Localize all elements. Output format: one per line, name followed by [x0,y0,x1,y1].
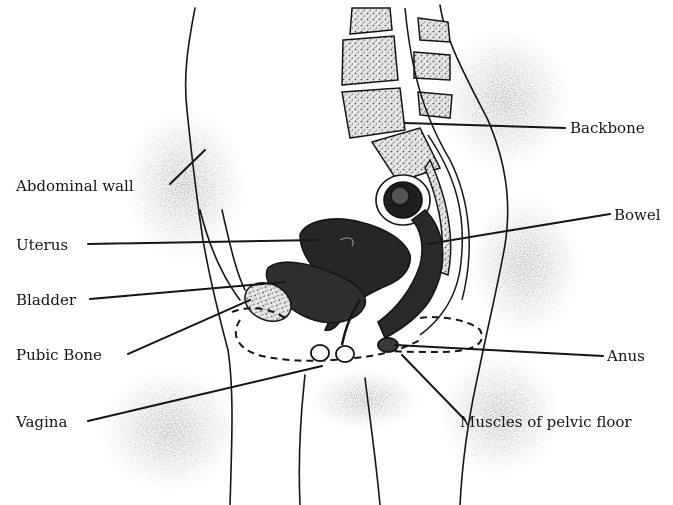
label-abdominal-wall: Abdominal wall [16,177,134,195]
label-muscles-pelvic-floor: Muscles of pelvic floor [460,413,632,431]
label-vagina: Vagina [16,413,67,431]
label-uterus: Uterus [16,236,68,254]
label-backbone: Backbone [570,119,645,137]
label-bowel: Bowel [614,206,661,224]
leader-anus [395,345,603,356]
label-bladder: Bladder [16,291,76,309]
leader-pubic-bone [128,300,250,354]
label-anus: Anus [607,347,645,365]
label-pubic-bone: Pubic Bone [16,346,102,364]
